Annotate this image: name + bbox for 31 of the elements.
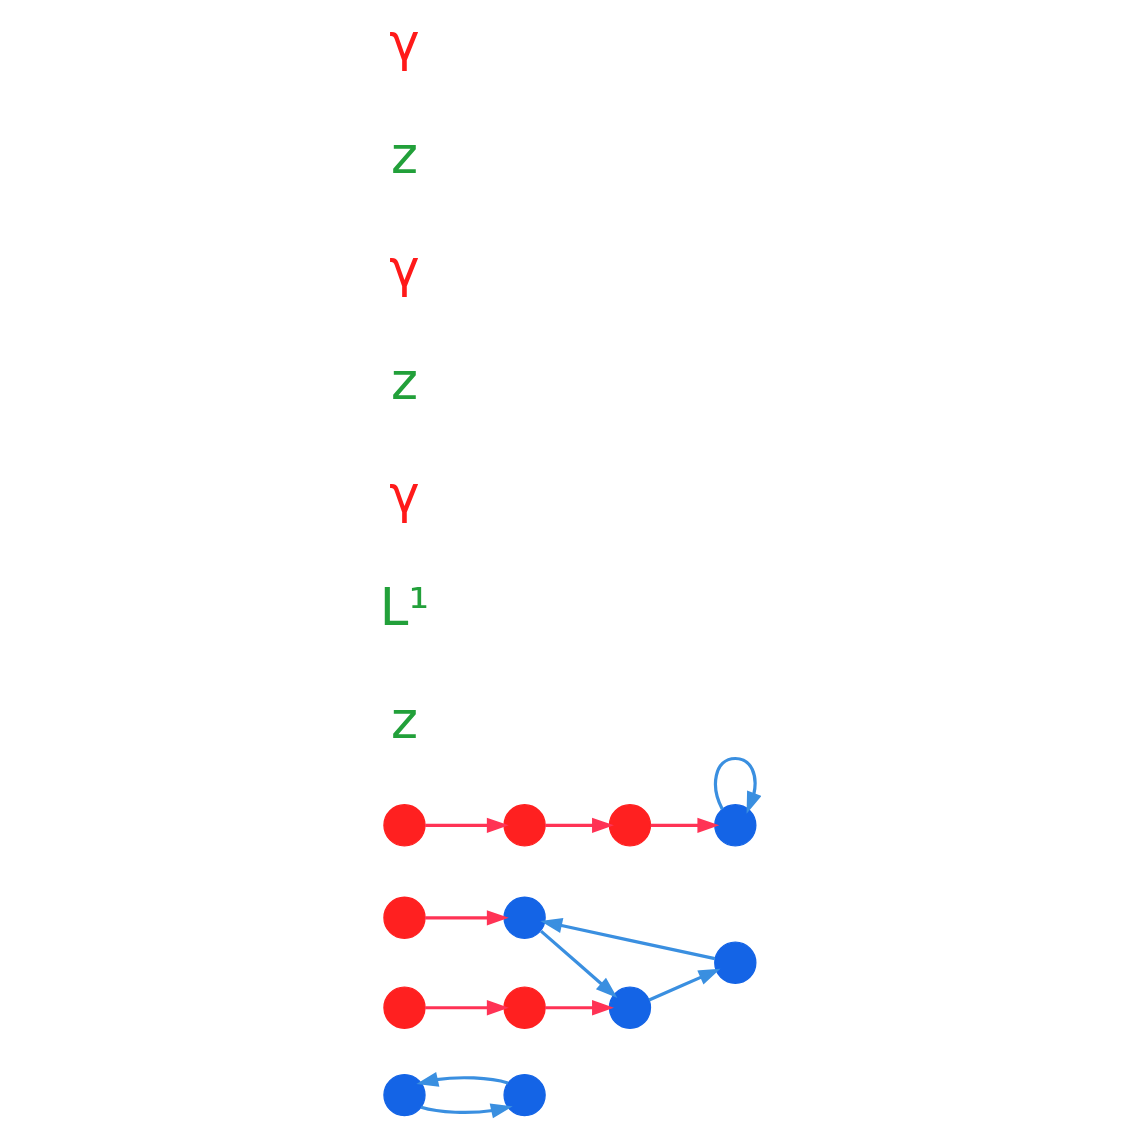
node-circle [502, 1073, 546, 1117]
node-circle [502, 804, 546, 847]
arrow [415, 1071, 508, 1087]
arrow [424, 910, 509, 926]
arrow [544, 1000, 614, 1016]
arrow [424, 1000, 509, 1016]
node-circle [382, 986, 426, 1029]
node-circle [382, 896, 426, 939]
arrow [424, 817, 509, 833]
node-circle [608, 804, 651, 847]
node-circle [502, 896, 546, 939]
label: γ [388, 463, 420, 524]
label: L¹ [379, 576, 429, 637]
arrow [713, 756, 761, 814]
arrow [539, 918, 715, 961]
label: z [390, 689, 418, 750]
node-circle [502, 986, 546, 1029]
node-circle [382, 804, 426, 847]
node-circle [608, 986, 651, 1029]
node-circle [713, 941, 756, 984]
arrow [420, 1103, 513, 1119]
arrow [539, 929, 617, 998]
arrow [648, 968, 720, 1002]
label: z [390, 124, 418, 185]
label: γ [388, 237, 420, 298]
label: γ [388, 11, 420, 72]
arrow [650, 817, 719, 833]
label: z [390, 350, 418, 411]
node-circle [382, 1073, 426, 1117]
node-circle [713, 804, 756, 847]
arrow [544, 817, 614, 833]
